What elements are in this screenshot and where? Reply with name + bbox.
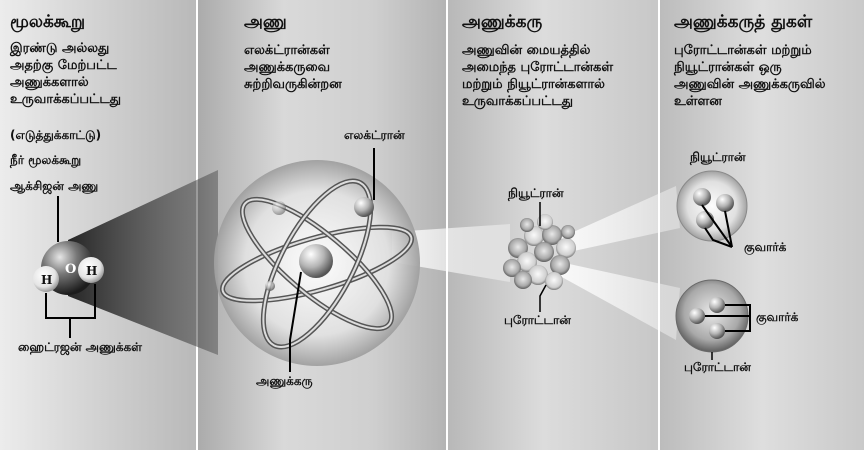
quark [689,308,705,324]
panel-description: எலக்ட்ரான்கள் அணுக்கருவை சுற்றிவருகின்றன [244,42,342,93]
oxygen-symbol: O [65,262,76,277]
panel-heading: அணுக்கருத் துகள் [674,12,812,32]
quark [709,297,725,313]
electron [272,201,286,215]
nucleus-label: அணுக்கரு [256,374,313,389]
proton-label: புரோட்டான் [684,360,751,375]
hydrogen-symbol-right: H [86,264,97,278]
electron [354,197,374,217]
panel-heading: மூலக்கூறு [10,12,85,32]
hydrogen-symbol-left: H [41,273,52,287]
example-name: நீர் மூலக்கூறு [10,153,81,168]
panel-heading: அணு [244,12,287,32]
neutron-particle [677,171,747,241]
quark [709,323,725,339]
panel-heading: அணுக்கரு [462,12,542,32]
electron [265,281,275,291]
oxygen-atom-label: ஆக்சிஜன் அணு [10,179,98,194]
example-label: (எடுத்துக்காட்டு) [10,128,101,143]
neutron-label: நியூட்ரான் [508,186,564,201]
panel-description: புரோட்டான்கள் மற்றும் நியூட்ரான்கள் ஒரு … [674,42,826,110]
quark-label: குவார்க் [756,310,798,325]
panel-description: அணுவின் மையத்தில் அமைந்த புரோட்டான்கள் ம… [462,42,613,110]
proton-label: புரோட்டான் [504,313,571,328]
leader-line [540,285,546,312]
zoom-beam [560,186,680,254]
hydrogen-atoms-label: ஹைட்ரஜன் அணுக்கள் [18,340,142,355]
quark [693,188,711,206]
zoom-beam [560,262,680,340]
quark-label: குவார்க் [744,240,786,255]
quark [696,211,714,229]
electron-label: எலக்ட்ரான் [344,128,405,143]
neutron-label: நியூட்ரான் [690,150,746,165]
panel-description: இரண்டு அல்லது அதற்கு மேற்பட்ட அணுக்களால்… [10,40,121,108]
quark [716,194,734,212]
atom-nucleus [299,244,333,278]
